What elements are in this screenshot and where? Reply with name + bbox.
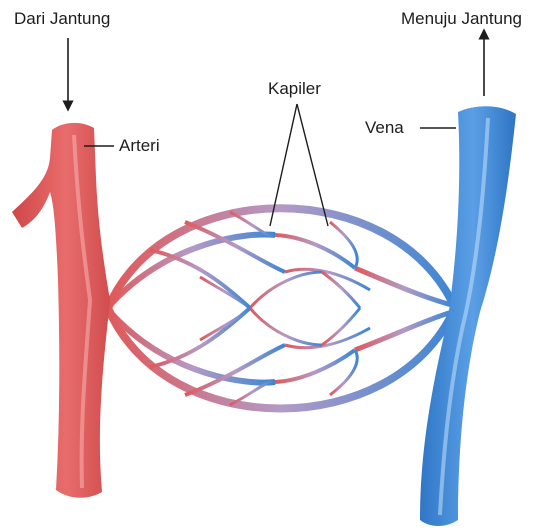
capillary-label: Kapiler [268,80,321,97]
artery-vessel [12,123,110,498]
vein-label: Vena [365,119,404,136]
from-heart-label: Dari Jantung [14,10,110,27]
capillary-network [108,208,455,408]
artery-label: Arteri [119,137,160,154]
to-heart-label: Menuju Jantung [401,10,522,27]
